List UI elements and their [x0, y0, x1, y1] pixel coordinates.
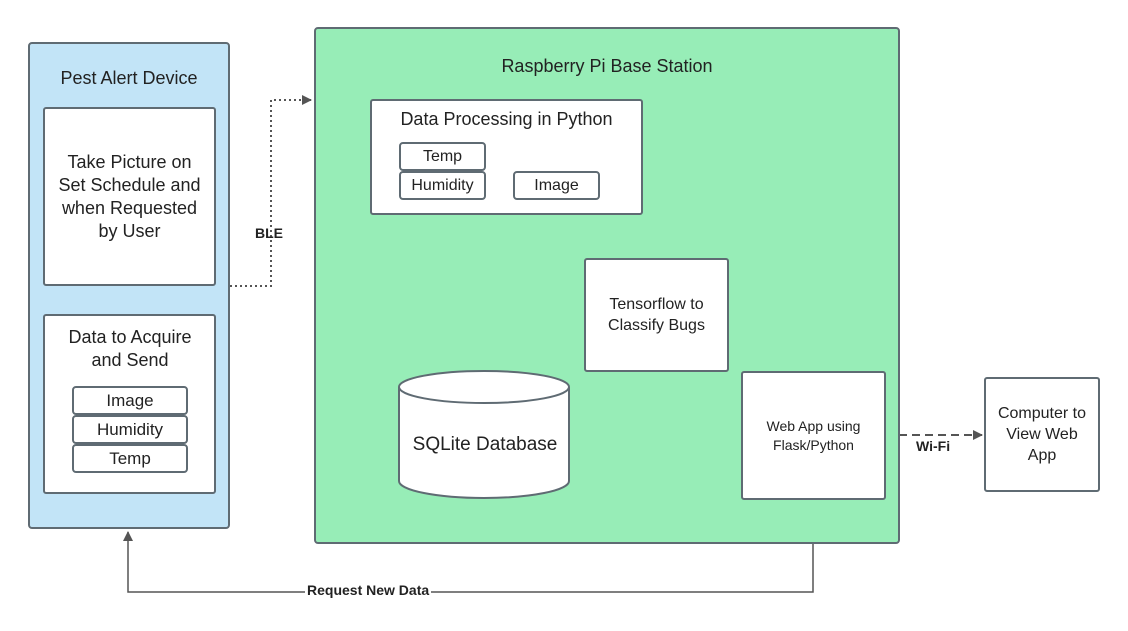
- device-item-temp: Temp: [72, 444, 188, 473]
- processing-item-image: Image: [513, 171, 600, 200]
- device-title: Pest Alert Device: [60, 68, 198, 88]
- webapp-box: Web App using Flask/Python: [741, 371, 886, 500]
- take-picture-box: Take Picture on Set Schedule and when Re…: [43, 107, 216, 286]
- pest-alert-device-panel: Pest Alert Device Take Picture on Set Sc…: [28, 42, 230, 529]
- processing-item-temp: Temp: [399, 142, 486, 171]
- data-to-acquire-label: Data to Acquire and Send: [68, 327, 192, 370]
- device-item-image: Image: [72, 386, 188, 415]
- webapp-label: Web App using Flask/Python: [766, 417, 861, 453]
- computer-label: Computer to View Web App: [997, 405, 1087, 464]
- data-processing-title: Data Processing in Python: [400, 109, 613, 129]
- take-picture-label: Take Picture on Set Schedule and when Re…: [58, 151, 201, 241]
- request-connector: [123, 500, 814, 593]
- request-label: Request New Data: [305, 582, 432, 598]
- wifi-label: Wi-Fi: [916, 438, 951, 454]
- tensorflow-box: Tensorflow to Classify Bugs: [584, 258, 729, 372]
- tensorflow-label: Tensorflow to Classify Bugs: [608, 296, 705, 334]
- ble-label: BLE: [255, 225, 283, 241]
- database-label: SQLite Database: [412, 434, 558, 455]
- ble-connector: [230, 95, 312, 287]
- sqlite-database-cylinder: [398, 370, 570, 499]
- device-item-humidity: Humidity: [72, 415, 188, 444]
- computer-box: Computer to View Web App: [984, 377, 1100, 492]
- processing-item-humidity: Humidity: [399, 171, 486, 200]
- data-to-acquire-box: Data to Acquire and Send Image Humidity …: [43, 314, 216, 494]
- base-station-title: Raspberry Pi Base Station: [501, 56, 713, 76]
